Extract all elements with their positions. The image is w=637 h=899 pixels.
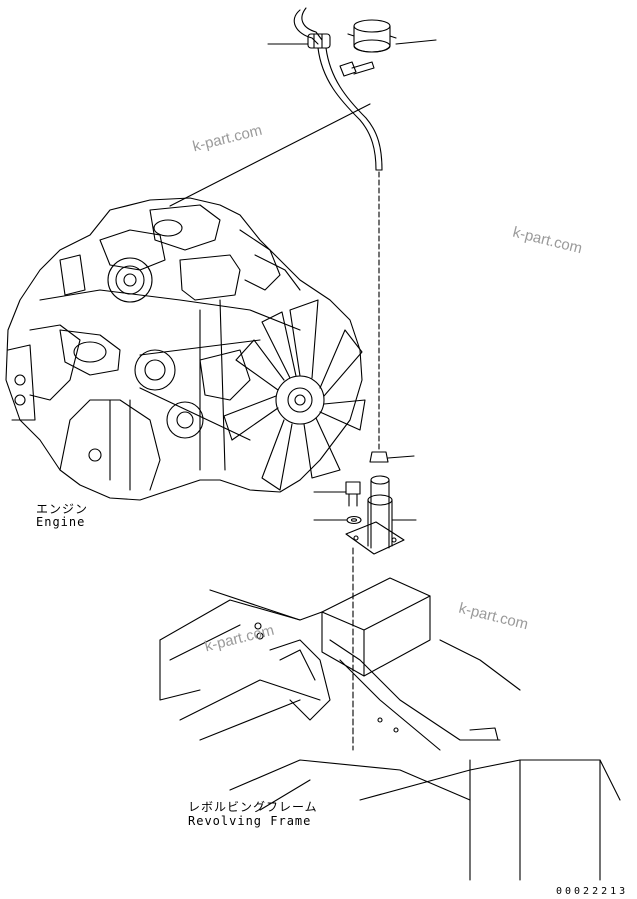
engine-label-jp: エンジン (36, 502, 89, 516)
dipstick-grommet (369, 451, 415, 463)
engine-assembly (5, 197, 363, 501)
revolving-frame (159, 577, 621, 881)
tube-guide (345, 475, 417, 555)
washer (313, 515, 362, 525)
dipstick-tube (293, 7, 383, 451)
filler-cap (347, 19, 437, 53)
frame-label-jp: レボルビングフレーム (188, 800, 318, 814)
hose-clamp (307, 33, 331, 49)
engine-label-en: Engine (36, 515, 86, 529)
document-id: 00022213 (556, 886, 629, 897)
cooling-fan (223, 299, 366, 491)
cap-bolt (339, 61, 375, 77)
frame-label-en: Revolving Frame (188, 814, 312, 828)
leader-tube-engine (169, 103, 371, 207)
mounting-bolt (313, 481, 361, 507)
